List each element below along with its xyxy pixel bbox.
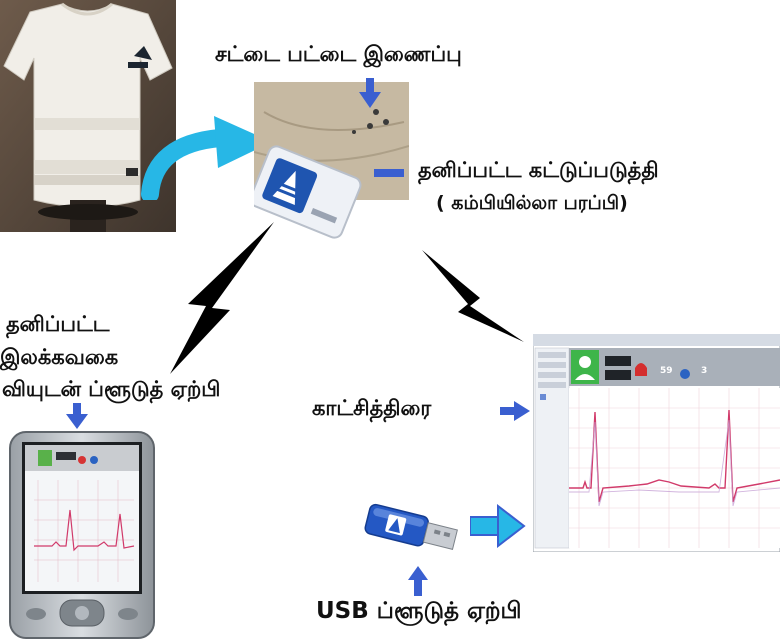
curved-arrow-icon: [140, 110, 280, 200]
wireless-signal-left-icon: [160, 218, 280, 378]
custom-controller-label: தனிப்பட்ட கட்டுப்படுத்தி: [418, 158, 659, 182]
pda-label-line3: வியுடன் ப்ளூடுத் ஏற்பி: [2, 377, 221, 401]
pda-label-line1: தனிப்பட்ட: [6, 312, 110, 336]
wireless-board-label: ( கம்பியில்லா பரப்பி): [436, 192, 628, 214]
monitor-ecg-chart: [569, 388, 780, 548]
down-arrow-icon: [359, 78, 381, 108]
shirt-belt-connection-label: சட்டை பட்டை இணைப்பு: [215, 42, 462, 66]
right-arrow-icon: [500, 401, 530, 421]
left-pointer-icon: [374, 167, 404, 179]
controller-photo: [254, 82, 409, 242]
pda-device: [8, 430, 156, 640]
display-monitor-label: காட்சித்திரை: [312, 396, 432, 420]
usb-receiver-label: USB ப்ளூடுத் ஏற்பி: [316, 598, 522, 624]
smart-tshirt-photo: [0, 0, 176, 232]
monitor-screen: 59 3: [533, 334, 780, 552]
monitor-reading-1: 59: [660, 366, 673, 376]
pda-label-line2: இலக்கவகை: [0, 345, 119, 369]
pda-down-arrow-icon: [66, 403, 88, 429]
wireless-signal-right-icon: [418, 246, 528, 346]
usb-up-arrow-icon: [408, 566, 428, 596]
usb-bluetooth-dongle: [362, 500, 464, 562]
usb-right-arrow-icon: [470, 504, 526, 548]
monitor-reading-2: 3: [701, 366, 708, 376]
